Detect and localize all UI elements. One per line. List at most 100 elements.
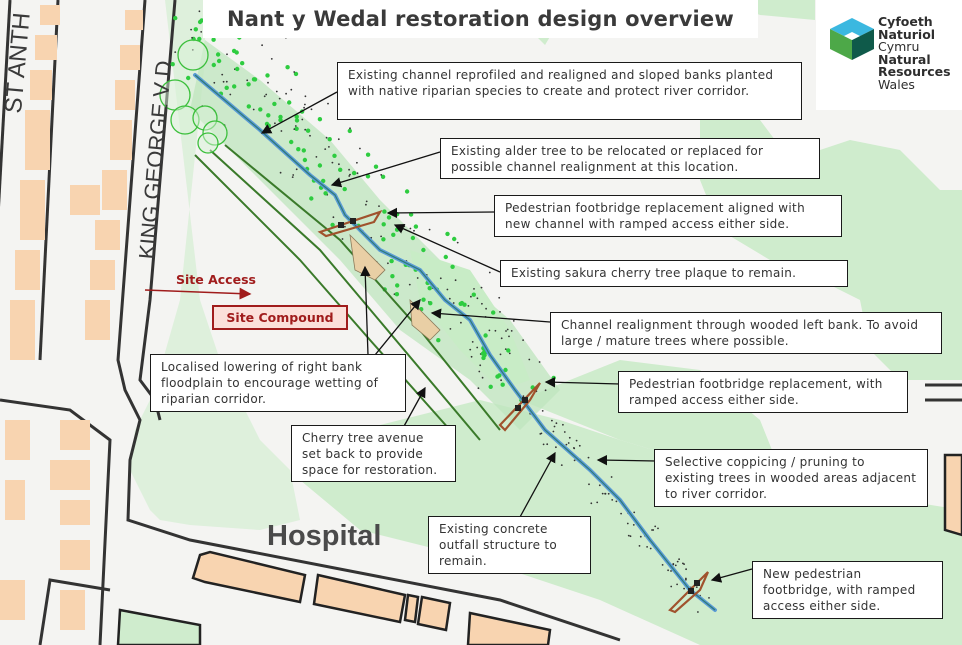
buildings — [0, 5, 143, 630]
logo-line: Natural — [878, 51, 931, 67]
planting-dot — [386, 215, 392, 220]
planting-dot — [278, 97, 281, 100]
planting-dot — [294, 114, 299, 119]
planting-dot — [258, 107, 263, 112]
planting-dot — [485, 307, 487, 310]
planting-dot — [173, 15, 178, 21]
planting-dot — [539, 433, 542, 435]
planting-dot — [404, 189, 410, 194]
planting-dot — [221, 73, 224, 76]
planting-dot — [499, 353, 502, 356]
planting-dot — [348, 175, 351, 177]
logo-text: Cyfoeth Naturiol Cymru Natural Resources… — [878, 15, 951, 92]
planting-dot — [528, 358, 531, 361]
planting-dot — [200, 31, 203, 33]
planting-dot — [620, 512, 622, 515]
planting-dot — [551, 375, 556, 381]
planting-dot — [471, 292, 476, 297]
planting-dot — [416, 277, 419, 279]
planting-dot — [356, 161, 358, 164]
planting-dot — [344, 225, 346, 228]
planting-dot — [216, 58, 222, 64]
planting-dot — [410, 235, 416, 241]
planting-dot — [578, 444, 581, 447]
site-access-arrow — [144, 287, 252, 300]
existing-trees — [159, 39, 228, 154]
planting-dot — [508, 352, 511, 355]
planting-dot — [349, 173, 351, 176]
planting-dot — [365, 200, 368, 203]
planting-dot — [338, 163, 340, 166]
planting-dot — [697, 611, 699, 613]
planting-dot — [560, 464, 563, 466]
planting-dot — [413, 229, 415, 232]
planting-dot — [482, 352, 487, 358]
planting-dot — [266, 113, 271, 118]
planting-dot — [555, 446, 557, 449]
planting-dot — [278, 117, 283, 123]
planting-dot — [170, 61, 175, 67]
planting-dot — [477, 387, 480, 390]
planting-dot — [226, 53, 228, 56]
page-title: Nant y Wedal restoration design overview — [227, 7, 734, 31]
planting-dot — [651, 529, 653, 531]
planting-dot — [342, 186, 347, 192]
planting-dot — [510, 330, 513, 332]
planting-dot — [567, 442, 570, 444]
planting-dot — [328, 146, 330, 148]
planting-dot — [610, 476, 613, 478]
planting-dot — [672, 563, 675, 565]
planting-dot — [480, 286, 483, 289]
planting-dot — [436, 338, 441, 343]
logo-line: Wales — [878, 76, 915, 92]
planting-dot — [633, 511, 636, 514]
planting-dot — [590, 502, 593, 505]
planting-dot — [695, 586, 698, 588]
planting-dot — [373, 164, 379, 169]
planting-dot — [448, 297, 451, 300]
planting-dot — [272, 101, 277, 107]
planting-dot — [235, 66, 240, 72]
planting-dot — [470, 355, 473, 358]
planting-dot — [302, 157, 308, 163]
planting-dot — [601, 492, 604, 495]
planting-dot — [573, 459, 576, 462]
planting-dot — [676, 560, 679, 563]
planting-dot — [224, 85, 229, 91]
planting-dot — [481, 376, 484, 379]
planting-dot — [279, 171, 282, 174]
planting-dot — [470, 295, 472, 298]
planting-dot — [657, 527, 659, 530]
planting-dot — [428, 228, 431, 231]
planting-dot — [491, 310, 496, 315]
callout-alder-tree: Existing alder tree to be relocated or r… — [440, 138, 820, 179]
planting-dot — [294, 125, 297, 127]
footbridge-decks — [338, 218, 700, 594]
planting-dot — [356, 172, 359, 175]
planting-dot — [649, 547, 652, 550]
planting-dot — [394, 227, 400, 232]
planting-dot — [264, 121, 270, 127]
planting-dot — [503, 367, 508, 373]
planting-dot — [506, 348, 511, 353]
planting-dot — [494, 329, 497, 332]
planting-dot — [553, 425, 556, 428]
planting-dot — [615, 500, 618, 503]
planting-dot — [478, 370, 481, 373]
planting-dot — [390, 274, 395, 279]
planting-dot — [488, 329, 491, 332]
planting-dot — [479, 364, 482, 367]
river-channel — [193, 73, 717, 612]
planting-dot — [382, 209, 387, 214]
planting-dot — [408, 283, 411, 286]
logo-line: Cymru — [878, 39, 920, 54]
planting-dot — [638, 545, 641, 547]
planting-dot — [685, 568, 687, 571]
planting-dot — [304, 128, 307, 131]
planting-dot — [497, 373, 502, 378]
planting-dot — [323, 191, 328, 196]
planting-dot — [471, 341, 474, 343]
planting-dot — [462, 302, 467, 307]
planting-dot — [347, 128, 352, 134]
planting-dot — [446, 288, 449, 291]
